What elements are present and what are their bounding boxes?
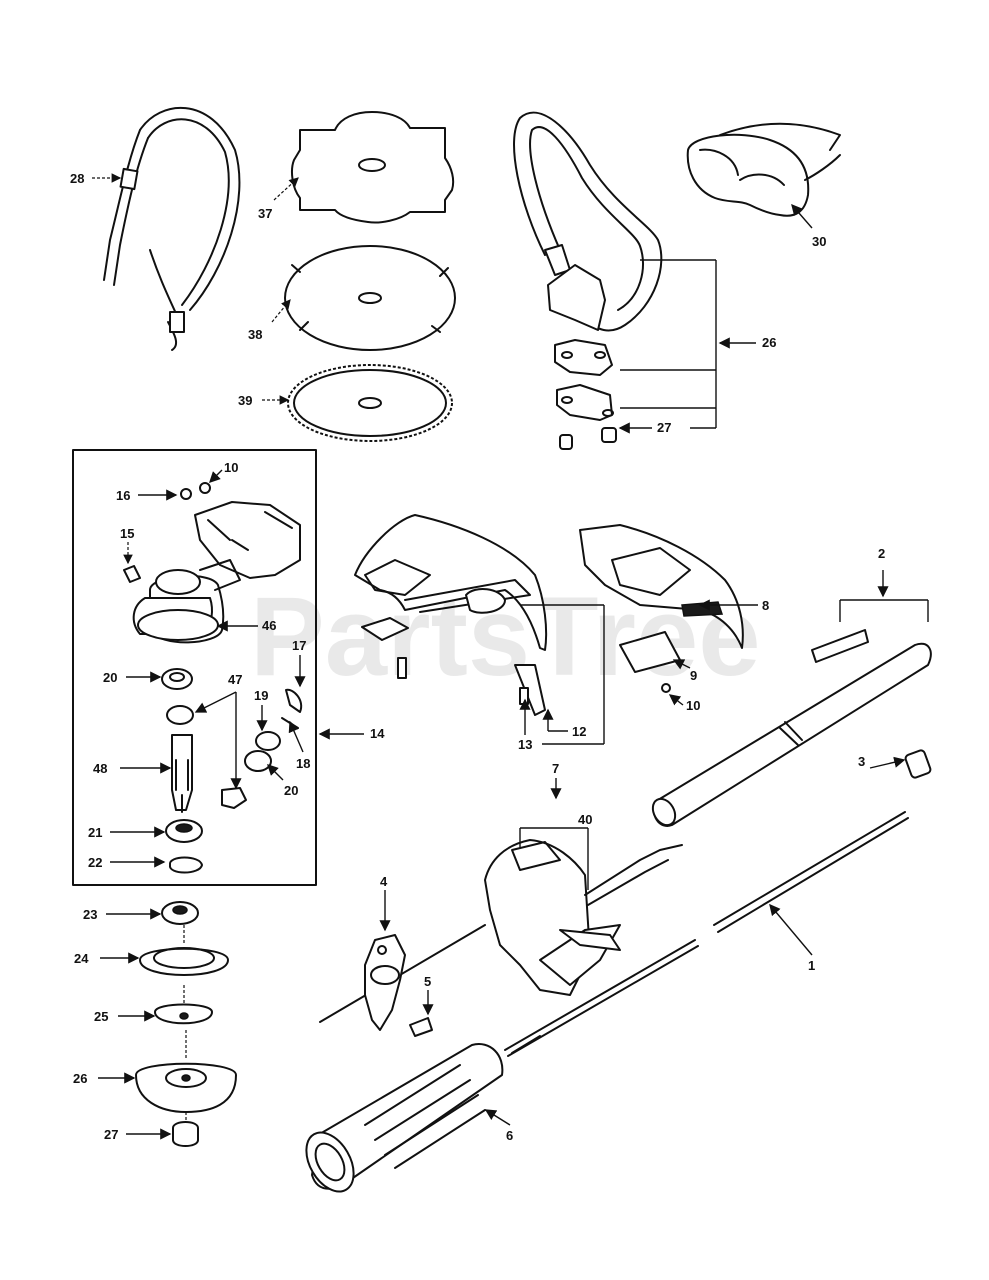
callout-2: 2	[878, 546, 885, 561]
safety-goggles	[686, 122, 841, 217]
callout-9: 9	[690, 668, 697, 683]
callout-1: 1	[808, 958, 815, 973]
callout-26: 26	[73, 1071, 87, 1086]
callout-labels: 28 37 38 39 30 26 27 16 10 15 46 17 20 4…	[70, 171, 885, 1143]
callout-15: 15	[120, 526, 134, 541]
callout-4: 4	[380, 874, 388, 889]
callout-18: 18	[296, 756, 310, 771]
callout-10-top: 10	[224, 460, 238, 475]
callout-20-lower: 20	[284, 783, 298, 798]
callout-29: 27	[657, 420, 671, 435]
callout-21: 21	[88, 825, 102, 840]
round-blade	[284, 245, 456, 351]
callout-leaders	[92, 173, 929, 1140]
callout-12: 12	[572, 724, 586, 739]
handle-clamp	[364, 934, 406, 1031]
callout-47: 47	[228, 672, 242, 687]
shoulder-strap-illustration	[103, 106, 241, 351]
callout-23: 23	[83, 907, 97, 922]
callout-17: 17	[292, 638, 306, 653]
deflector-shield	[579, 524, 744, 693]
callout-28: 26	[762, 335, 776, 350]
clamp-screw	[409, 1017, 433, 1037]
callout-35: 30	[812, 234, 826, 249]
callout-5: 5	[424, 974, 431, 989]
callout-6: 6	[506, 1128, 513, 1143]
callout-7: 7	[552, 761, 559, 776]
callout-3: 3	[858, 754, 865, 769]
four-tooth-blade	[291, 111, 455, 224]
callout-48: 48	[93, 761, 107, 776]
callout-30: 28	[70, 171, 84, 186]
saw-blade	[287, 364, 453, 442]
loop-handle-assembly	[513, 111, 663, 450]
drive-shaft-tube	[651, 629, 932, 827]
callout-14: 14	[370, 726, 385, 741]
flex-drive-shaft	[504, 811, 909, 1057]
spindle-stack	[135, 901, 237, 1147]
throttle-housing-assembly	[484, 839, 683, 996]
callout-37: 37	[258, 206, 272, 221]
callout-38: 38	[248, 327, 262, 342]
callout-27: 27	[104, 1127, 118, 1142]
callout-10-right: 10	[686, 698, 700, 713]
callout-22: 22	[88, 855, 102, 870]
callout-13: 13	[518, 737, 532, 752]
callout-46: 46	[262, 618, 276, 633]
callout-39: 39	[238, 393, 252, 408]
callout-16: 16	[116, 488, 130, 503]
callout-24: 24	[74, 951, 89, 966]
rear-grip	[305, 1035, 541, 1193]
callout-25: 25	[94, 1009, 108, 1024]
gear-head-assembly	[72, 449, 317, 886]
shaft-ferrule	[904, 749, 932, 779]
callout-20-upper: 20	[103, 670, 117, 685]
callout-19: 19	[254, 688, 268, 703]
callout-8: 8	[762, 598, 769, 613]
callout-40: 40	[578, 812, 592, 827]
